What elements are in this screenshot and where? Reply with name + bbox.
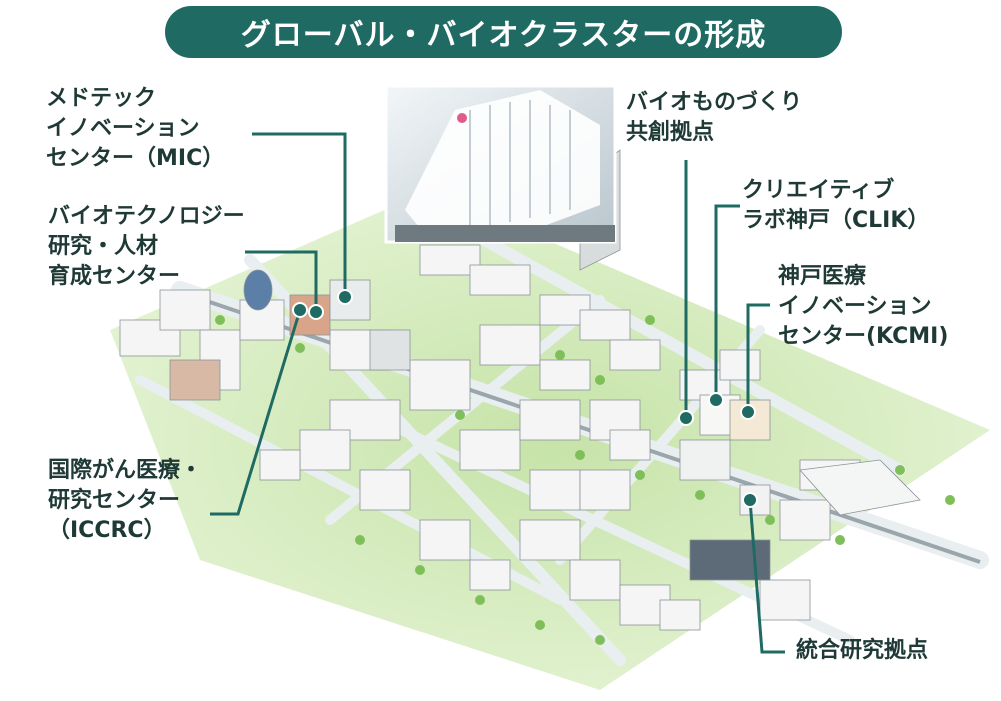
label-mic: メドテック イノベーション センター（MIC） <box>46 84 224 174</box>
label-bio-tech-line2: 研究・人材 <box>48 234 159 259</box>
label-mic-line3: センター（MIC） <box>46 146 225 171</box>
label-bio-manufacturing-hub: バイオものづくり 共創拠点 <box>626 88 802 148</box>
label-mic-line2: イノベーション <box>46 116 200 141</box>
label-kcmi-line1: 神戸医療 <box>778 264 867 289</box>
label-integrated-line1: 統合研究拠点 <box>796 638 929 663</box>
label-bio-mono-line2: 共創拠点 <box>626 120 715 145</box>
leader-dots <box>292 289 758 508</box>
label-mic-line1: メドテック <box>46 86 157 111</box>
label-kcmi-line2: イノベーション <box>778 294 932 319</box>
label-bio-mono-line1: バイオものづくり <box>626 90 803 115</box>
label-bio-tech-line1: バイオテクノロジー <box>48 204 245 229</box>
label-iccrc-line3: （ICCRC） <box>48 518 166 543</box>
label-clik: クリエイティブ ラボ神戸（CLIK） <box>742 176 929 236</box>
label-iccrc-line1: 国際がん医療・ <box>48 458 203 483</box>
label-clik-line1: クリエイティブ <box>742 178 895 203</box>
label-kcmi: 神戸医療 イノベーション センター(KCMI) <box>778 262 948 352</box>
label-clik-line2: ラボ神戸（CLIK） <box>742 208 930 233</box>
label-bio-tech-center: バイオテクノロジー 研究・人材 育成センター <box>48 202 245 292</box>
leader-lines <box>210 132 785 654</box>
label-iccrc-line2: 研究センター <box>48 488 181 513</box>
label-kcmi-line3: センター(KCMI) <box>778 324 949 349</box>
label-bio-tech-line3: 育成センター <box>48 264 181 289</box>
label-integrated-research-hub: 統合研究拠点 <box>796 636 928 666</box>
label-iccrc: 国際がん医療・ 研究センター （ICCRC） <box>48 456 202 546</box>
diagram-title: グローバル・バイオクラスターの形成 <box>165 6 842 58</box>
facility-photo-inset <box>384 84 617 244</box>
